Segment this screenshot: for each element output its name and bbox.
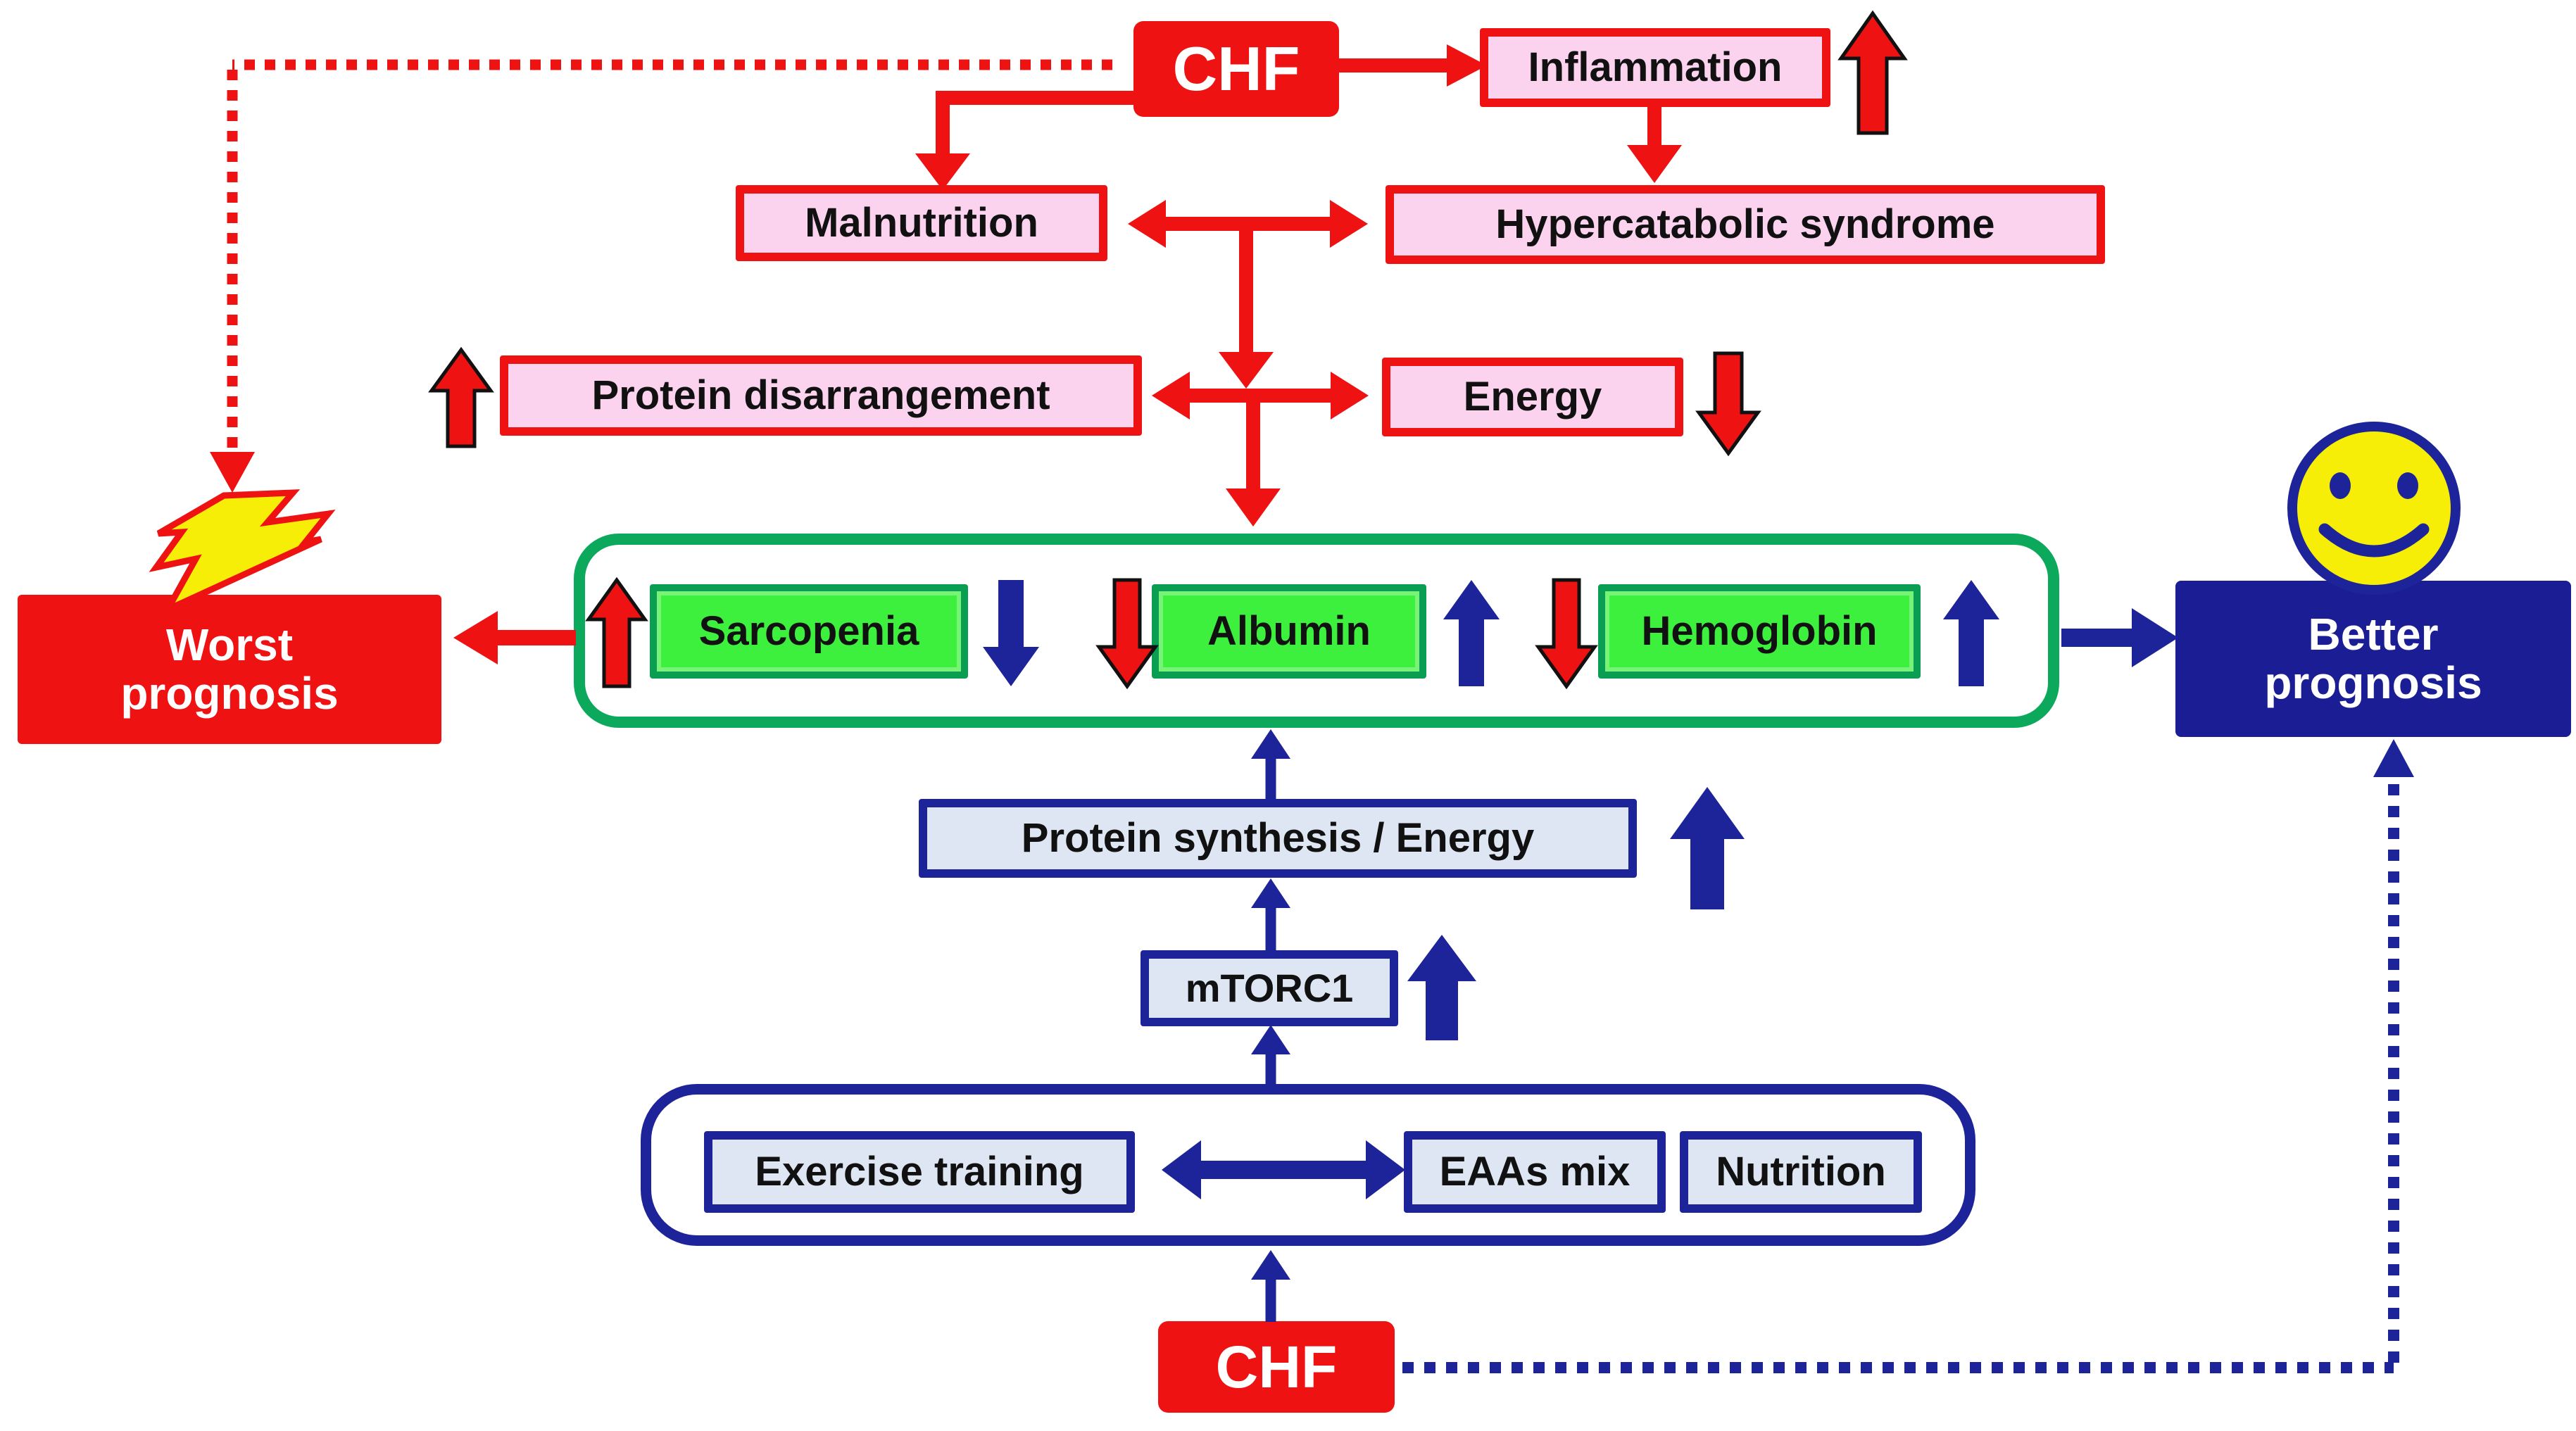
smiley-face-icon (2287, 422, 2461, 595)
worst-prognosis-line1: Worst (165, 619, 294, 670)
node-eaas-mix-label: EAAs mix (1439, 1148, 1631, 1194)
node-protein-synthesis-label: Protein synthesis / Energy (1021, 814, 1535, 861)
node-chf-bottom-label: CHF (1215, 1333, 1338, 1400)
arrow-protein-energy-double (1152, 372, 1369, 527)
arrow-protein-synthesis-to-biomarkers (1251, 729, 1290, 801)
node-hypercatabolic-syndrome: Hypercatabolic syndrome (1386, 185, 2105, 264)
node-chf-top: CHF (1133, 21, 1339, 117)
node-chf-bottom: CHF (1158, 1321, 1395, 1413)
node-albumin: Albumin (1152, 584, 1426, 679)
node-sarcopenia-label: Sarcopenia (698, 607, 919, 654)
node-eaas-mix: EAAs mix (1404, 1131, 1666, 1213)
node-protein-disarrangement: Protein disarrangement (500, 355, 1142, 436)
node-energy: Energy (1382, 358, 1683, 436)
node-mtorc1-label: mTORC1 (1185, 965, 1354, 1010)
arrow-chf-to-malnutrition (915, 91, 1133, 190)
node-chf-top-label: CHF (1172, 34, 1300, 104)
node-hypercatabolic-syndrome-label: Hypercatabolic syndrome (1495, 201, 1995, 247)
node-protein-disarrangement-label: Protein disarrangement (591, 372, 1050, 418)
lightning-bolt-icon (149, 489, 336, 617)
node-protein-synthesis: Protein synthesis / Energy (919, 799, 1637, 878)
dotted-red-arrowhead-icon (210, 452, 255, 493)
node-hemoglobin-label: Hemoglobin (1641, 607, 1878, 654)
arrow-treatment-to-mtorc1 (1251, 1025, 1290, 1085)
better-prognosis-line2: prognosis (2264, 657, 2482, 708)
node-energy-label: Energy (1463, 373, 1602, 420)
inflammation-up-arrow-icon (1837, 10, 1908, 135)
arrow-chf-to-inflammation (1338, 44, 1487, 87)
energy-down-arrow-icon (1695, 351, 1761, 457)
node-nutrition-label: Nutrition (1716, 1148, 1886, 1194)
node-inflammation-label: Inflammation (1528, 44, 1783, 90)
arrow-chf-to-treatment (1251, 1250, 1290, 1322)
arrow-to-worst-prognosis (453, 611, 576, 664)
dotted-blue-arrowhead-icon (2373, 739, 2414, 777)
worst-prognosis-line2: prognosis (120, 668, 339, 719)
node-malnutrition-label: Malnutrition (805, 199, 1038, 246)
arrow-inflammation-to-hypercatabolic (1627, 106, 1682, 183)
node-malnutrition: Malnutrition (736, 185, 1107, 261)
node-worst-prognosis: Worst prognosis (18, 595, 441, 744)
node-sarcopenia: Sarcopenia (650, 584, 968, 679)
arrow-malnutrition-hypercatabolic-double (1128, 200, 1368, 389)
node-exercise-training: Exercise training (704, 1131, 1135, 1213)
mtorc1-up-arrow-icon (1407, 935, 1476, 1040)
arrow-to-better-prognosis (2061, 608, 2178, 667)
node-hemoglobin: Hemoglobin (1598, 584, 1921, 679)
node-mtorc1: mTORC1 (1141, 950, 1398, 1026)
better-prognosis-line1: Better (2308, 608, 2439, 660)
protein-synthesis-up-arrow-icon (1670, 787, 1745, 909)
node-nutrition: Nutrition (1680, 1131, 1922, 1213)
protein-disarrangement-up-arrow-icon (428, 346, 494, 448)
node-better-prognosis: Better prognosis (2175, 581, 2571, 737)
node-albumin-label: Albumin (1207, 607, 1371, 654)
arrow-mtorc1-to-protein-synthesis (1251, 878, 1290, 952)
node-exercise-training-label: Exercise training (755, 1148, 1084, 1194)
node-inflammation: Inflammation (1480, 28, 1830, 107)
